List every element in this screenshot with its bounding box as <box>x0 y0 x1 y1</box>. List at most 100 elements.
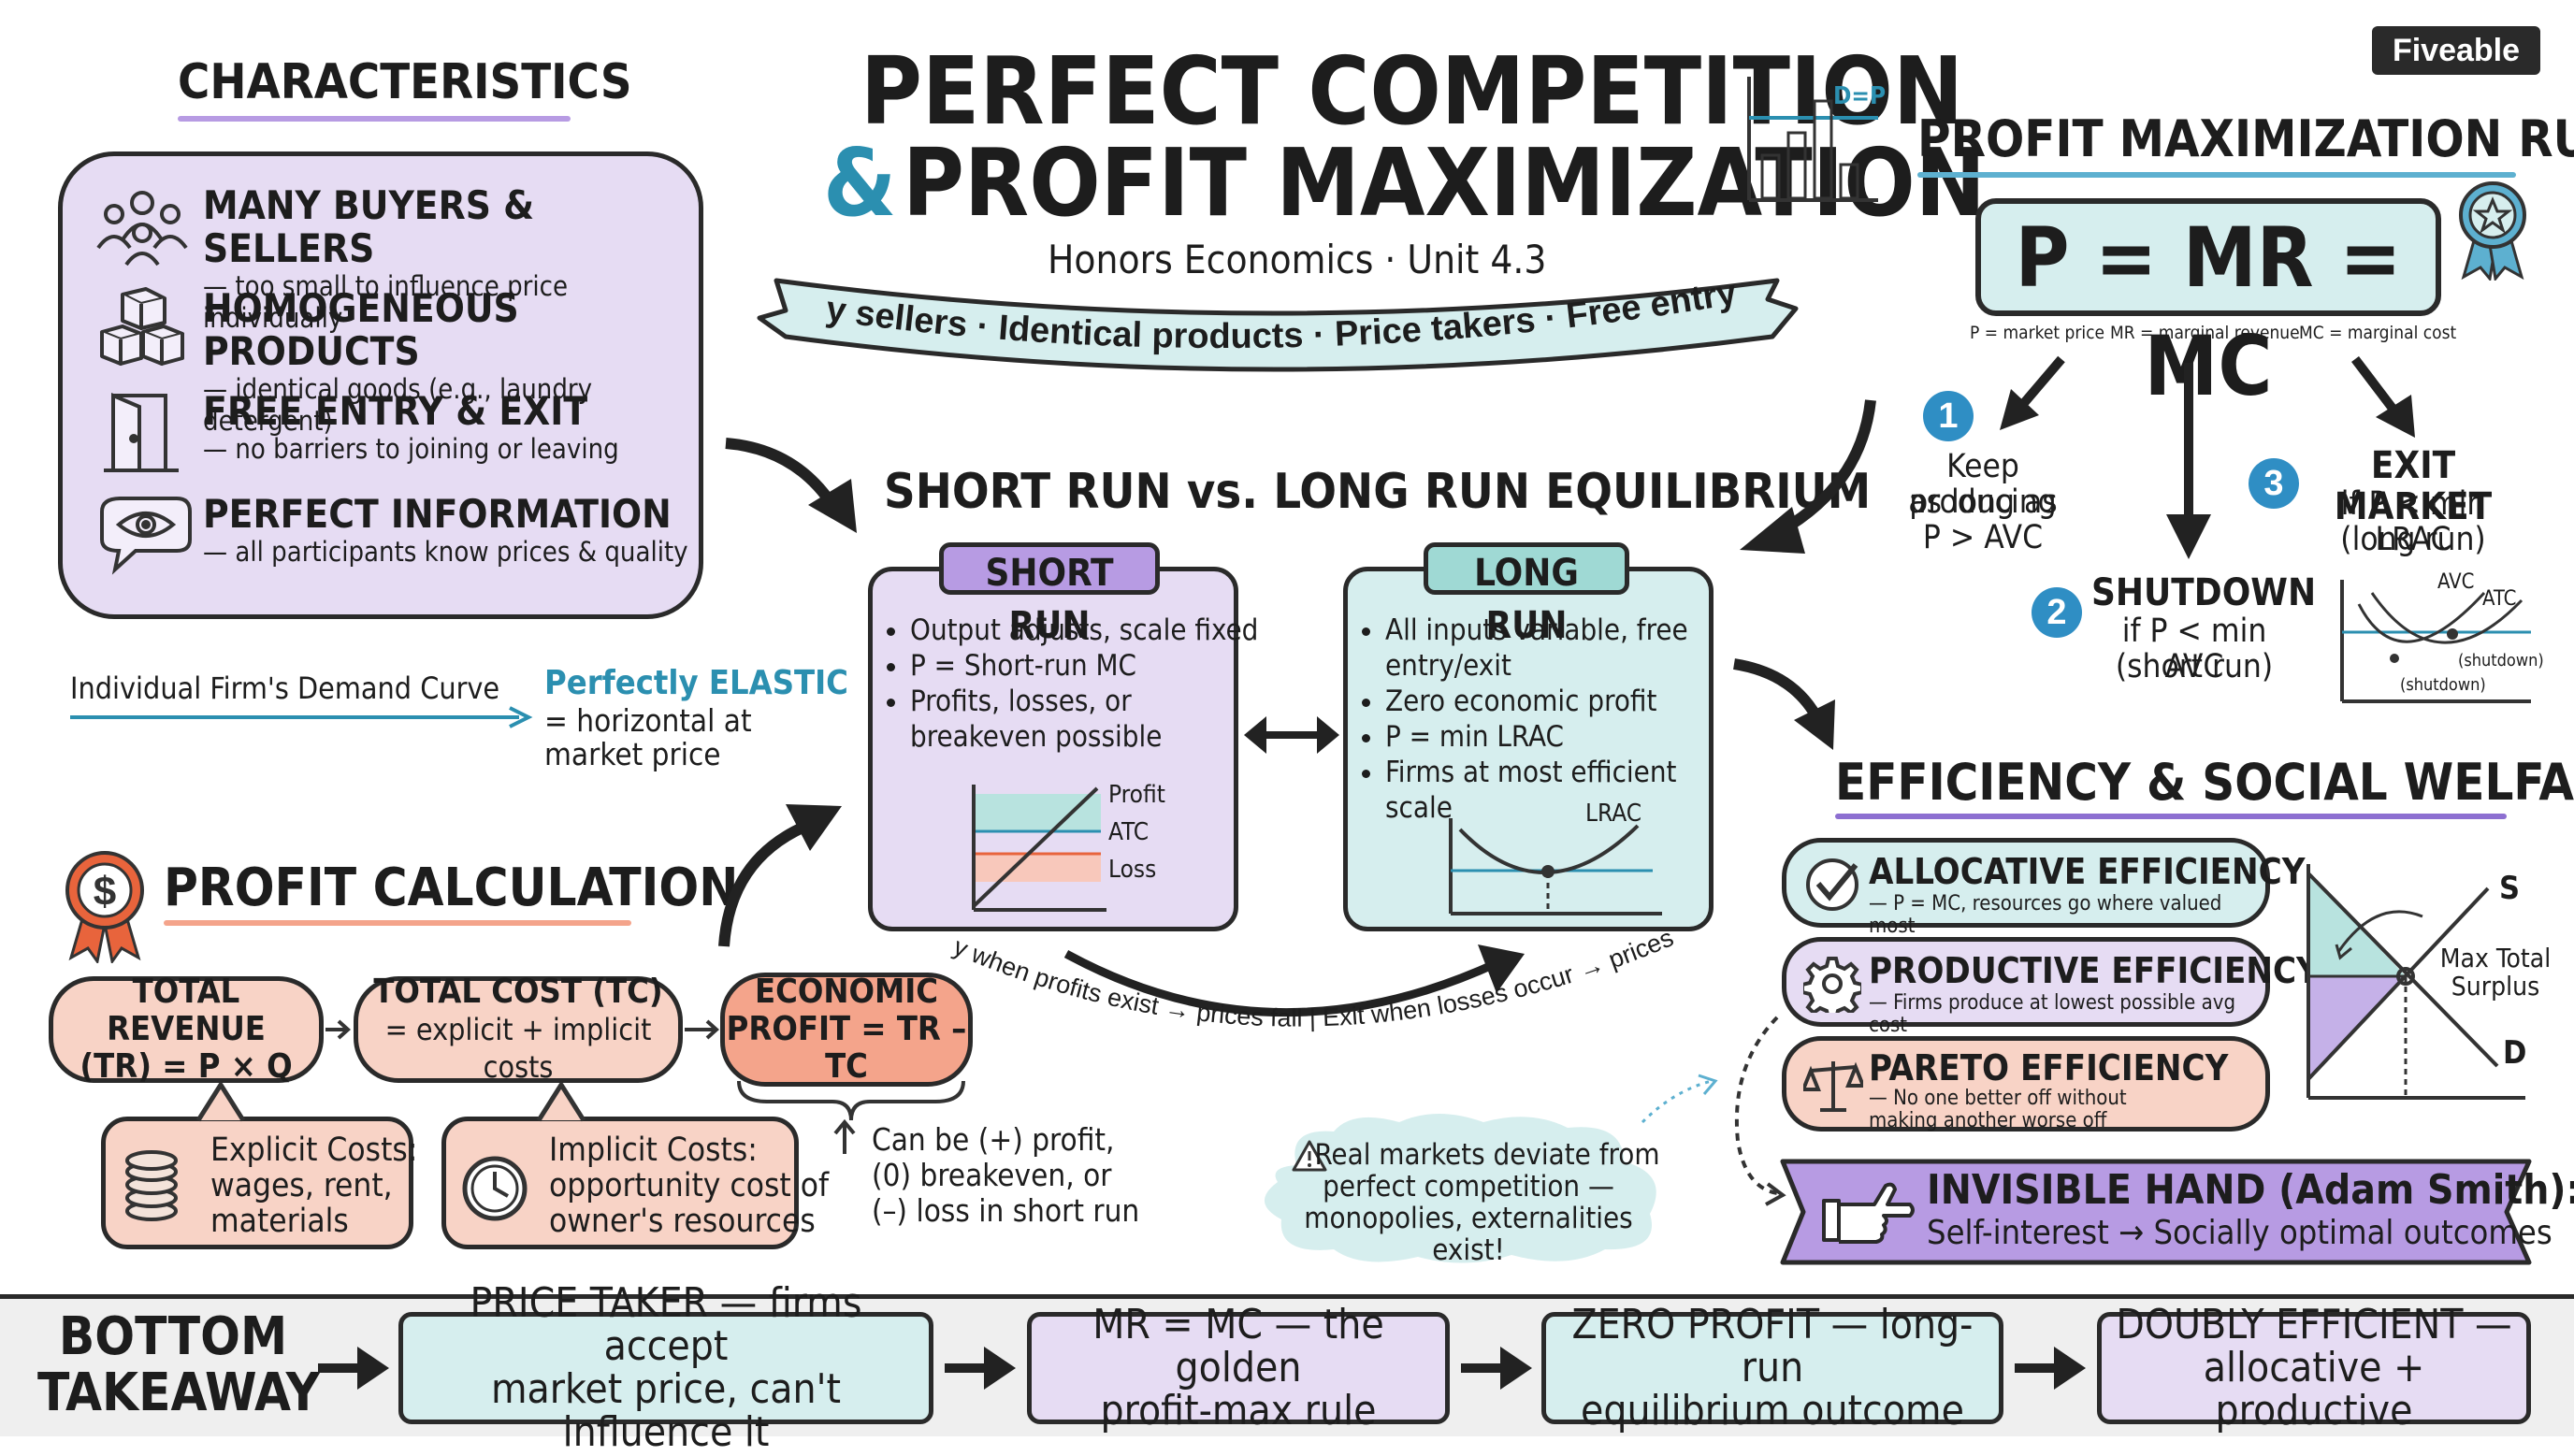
pmr-formula: P = MR = MC <box>1975 198 2441 414</box>
implicit-line-2: opportunity cost of <box>549 1167 830 1204</box>
warning-line-3: monopolies, externalities exist! <box>1304 1202 1633 1267</box>
characteristics-heading-underline <box>178 116 571 122</box>
clock-icon <box>462 1156 528 1221</box>
takeaway-line-2: profit-max rule <box>1100 1387 1377 1434</box>
callout-pointer <box>195 1082 246 1122</box>
svg-text:Many sellers · Identical produ: Many sellers · Identical products · Pric… <box>748 243 1740 356</box>
eye-speech-icon <box>100 497 192 575</box>
warning-line-1: Real markets deviate from <box>1314 1138 1660 1172</box>
invisible-hand-title: INVISIBLE HAND (Adam Smith): <box>1927 1166 2574 1214</box>
profit-bracket <box>737 1080 965 1121</box>
surplus-d-label: D <box>2503 1034 2527 1072</box>
gear-icon <box>1803 957 1861 1013</box>
callout-pointer <box>536 1082 586 1122</box>
characteristics-heading: CHARACTERISTICS <box>178 54 632 110</box>
economic-profit-pill: ECONOMIC PROFIT = TR – TC <box>720 973 973 1087</box>
char-desc: — all participants know prices & quality <box>203 536 688 568</box>
scales-icon <box>1803 1061 1863 1112</box>
takeaway-line-1: DOUBLY EFFICIENT — <box>2116 1301 2512 1348</box>
bottom-label-1: BOTTOM <box>58 1306 288 1367</box>
demand-curve-arrow <box>70 706 533 728</box>
curved-arrow-icon <box>718 804 842 947</box>
char-desc: — too small to influence price individua… <box>203 270 569 334</box>
pmr-legend-p: P = market price <box>1970 323 2105 343</box>
long-run-chart <box>1449 818 1662 915</box>
equilibrium-heading: SHORT RUN vs. LONG RUN EQUILIBRIUM <box>884 464 1872 520</box>
profit-note-1: Can be (+) profit, <box>872 1121 1115 1158</box>
step-3-line-2: if P < min LRAC <box>2340 485 2486 558</box>
door-icon <box>104 392 179 472</box>
profit-note-2: (0) breakeven, or <box>872 1157 1112 1193</box>
mini-chart-label-shutdown-1: (shutdown) <box>2458 651 2544 670</box>
pmr-legend-mc: MC = marginal cost <box>2299 323 2457 343</box>
curved-arrow-icon <box>1740 399 1876 554</box>
allocative-efficiency-pill: ALLOCATIVE EFFICIENCY — P = MC, resource… <box>1782 838 2305 938</box>
takeaway-line-2: equilibrium outcome <box>1581 1387 1964 1434</box>
long-run-chart-label: LRAC <box>1585 800 1642 828</box>
arrow-down-left-icon <box>2000 355 2065 430</box>
demand-curve-highlight: Perfectly ELASTIC <box>544 664 848 702</box>
arrow-down-right-icon <box>2351 355 2415 438</box>
takeaway-line-1: PRICE TAKER — firms accept <box>470 1279 862 1370</box>
short-run-chart-label-loss: Loss <box>1108 856 1157 884</box>
tr-line-1: TOTAL REVENUE <box>107 973 266 1048</box>
char-free-entry: FREE ENTRY & EXIT — no barriers to joini… <box>203 390 708 466</box>
pareto-efficiency-pill: PARETO EFFICIENCY — No one better off wi… <box>1782 1036 2270 1132</box>
char-perfect-info: PERFECT INFORMATION — all participants k… <box>203 493 708 569</box>
double-arrow-icon <box>1244 716 1339 754</box>
dollar-badge-icon: $ <box>65 851 144 963</box>
entry-exit-text: Entry when profits exist → prices fall |… <box>935 926 1677 1032</box>
step-2-line-3: (short run) <box>2115 648 2274 685</box>
check-circle-icon <box>1806 858 1858 911</box>
characteristics-panel: MANY BUYERS & SELLERS — too small to inf… <box>58 151 703 619</box>
step-2-line-2: if P < min AVC <box>2121 613 2267 685</box>
pmr-underline <box>1917 172 2516 178</box>
step-3-badge: 3 <box>2249 458 2299 509</box>
title-line-1: PERFECT COMPETITION <box>860 36 1964 146</box>
mini-chart-label-shutdown-2: (shutdown) <box>2400 675 2486 695</box>
bar-chart-icon <box>1747 77 1878 202</box>
implicit-line-1: Implicit Costs: <box>549 1132 758 1169</box>
long-run-panel: All inputs variable, free entry/exit Zer… <box>1343 567 1714 931</box>
arrow-down-icon <box>2166 363 2211 559</box>
step-1-line-2: as long as <box>1908 483 2058 521</box>
step-3-line-3: (long run) <box>2340 521 2486 558</box>
pointing-hand-icon <box>1822 1182 1915 1244</box>
eff-title: PARETO EFFICIENCY <box>1869 1047 2229 1088</box>
boxes-icon <box>100 287 184 366</box>
takeaway-zero-profit: ZERO PROFIT — long-run equilibrium outco… <box>1541 1304 2003 1433</box>
curved-arrow-icon <box>1733 658 1835 750</box>
ep-line-1: ECONOMIC <box>754 973 939 1011</box>
svg-text:Entry when profits exist → pri: Entry when profits exist → prices fall |… <box>935 926 1677 1032</box>
tr-line-2: (TR) = P × Q <box>80 1047 293 1086</box>
surplus-center-label-2: Surplus <box>2451 971 2540 1002</box>
tc-line-2: = explicit + implicit costs <box>384 1012 652 1085</box>
dotted-arrow <box>1641 1074 1718 1124</box>
bottom-label-2: TAKEAWAY <box>37 1362 321 1423</box>
short-run-bullet: Output adjusts, scale fixed <box>910 613 1265 648</box>
explicit-costs-callout: Explicit Costs: wages, rent, materials <box>101 1117 417 1249</box>
productive-efficiency-pill: PRODUCTIVE EFFICIENCY — Firms produce at… <box>1782 937 2320 1037</box>
bar-chart-icon-label: D=P <box>1833 82 1887 110</box>
long-run-bullet: Zero economic profit <box>1385 684 1741 719</box>
explicit-line-1: Explicit Costs: <box>210 1132 418 1169</box>
short-run-chart-label-profit: Profit <box>1108 781 1165 809</box>
char-many-buyers: MANY BUYERS & SELLERS — too small to inf… <box>203 182 708 335</box>
takeaway-line-1: ZERO PROFIT — long-run <box>1571 1301 1974 1391</box>
pmr-legend-mr: MR = marginal revenue <box>2110 323 2300 343</box>
arrow-right-icon <box>2015 1347 2086 1390</box>
eff-title: PRODUCTIVE EFFICIENCY <box>1869 950 2320 991</box>
char-title: MANY BUYERS & SELLERS <box>203 182 535 271</box>
short-run-chart <box>972 785 1106 912</box>
arrow-right-icon <box>1461 1347 1532 1390</box>
surplus-chart <box>2306 864 2525 1100</box>
banner-ribbon <box>757 278 1799 372</box>
coins-icon <box>125 1150 178 1221</box>
warning-icon <box>1292 1140 1327 1172</box>
long-run-bullet: Firms at most efficient scale <box>1385 755 1741 826</box>
demand-curve-desc-1: = horizontal at <box>544 702 752 739</box>
short-run-tag: SHORT RUN <box>939 542 1160 647</box>
total-cost-pill: TOTAL COST (TC) = explicit + implicit co… <box>354 973 683 1085</box>
char-desc: — no barriers to joining or leaving <box>203 433 619 465</box>
curved-arrow-icon <box>725 438 857 533</box>
